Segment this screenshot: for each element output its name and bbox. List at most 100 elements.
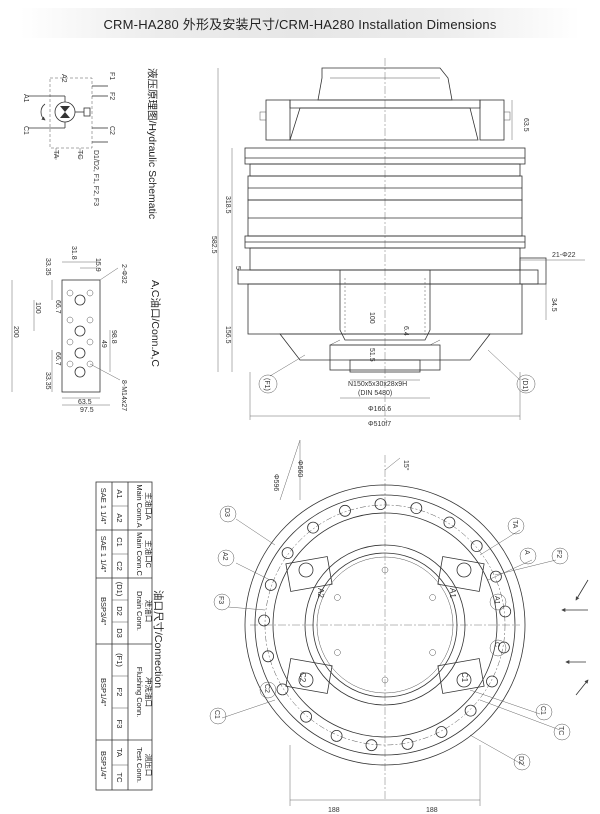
- side-dim-100: 100: [368, 312, 375, 324]
- port-dim-15-9: 15.9: [94, 258, 101, 272]
- inner-hole: [381, 676, 389, 684]
- schematic-port-a2: A2: [60, 74, 67, 83]
- bolt-hole: [401, 738, 414, 750]
- table-port-cell: F2: [115, 688, 124, 697]
- front-dims: Φ596 Φ560 15° 188 188: [272, 460, 438, 814]
- side-dim-6-4: 6.4: [402, 326, 409, 336]
- bolt-hole: [374, 498, 387, 511]
- bolt-hole: [470, 540, 483, 552]
- bolt-hole: [410, 502, 423, 515]
- schematic-port-c1: C1: [22, 126, 29, 135]
- port-callout-c: C: [493, 642, 500, 647]
- inner-hole: [429, 649, 436, 656]
- front-dim-15-deg: 15°: [402, 460, 410, 471]
- bolt-hole: [464, 704, 477, 717]
- port-callout-circle: [217, 549, 235, 567]
- table-size-cell: SAE 1 1/4": [99, 488, 108, 525]
- bolt-hole: [281, 547, 294, 559]
- port-flange-view: 31.8 15.9 33.35 2-Φ32 66.7 100 200 98.8 …: [11, 246, 127, 414]
- port-dim-8-m14: 8-M14x27: [120, 380, 127, 411]
- table-port-cell: TC: [115, 773, 124, 784]
- bolt-hole: [276, 683, 289, 696]
- table-port-cell: D2: [115, 606, 124, 616]
- schematic-port-c2: C2: [108, 126, 115, 135]
- side-dim-phi-510: Φ510f7: [368, 421, 391, 428]
- port-callout-circle: [489, 639, 507, 657]
- front-label-c1: C1: [460, 672, 469, 683]
- table-size-cell: BSP1/4": [99, 751, 108, 779]
- schematic-port-drain: D1/D2, F1, F2, F3: [92, 150, 99, 206]
- schematic-port-tc: TC: [76, 150, 83, 159]
- side-dim-5: 5: [234, 266, 241, 270]
- port-callout-circle: [519, 547, 537, 565]
- port-callout-f3: F3: [217, 596, 224, 604]
- table-port-cell: C1: [115, 537, 124, 547]
- table-port-cell: TA: [115, 748, 124, 757]
- table-port-cell: C2: [115, 561, 124, 571]
- table-header-en: Main Conn.C: [135, 532, 144, 576]
- inner-hole: [429, 594, 436, 601]
- bolt-hole: [258, 614, 271, 627]
- side-dim-63-5: 63.5: [522, 118, 529, 132]
- side-dim-156-5: 156.5: [224, 326, 231, 344]
- port-dim-200: 200: [12, 326, 19, 338]
- port-dim-2-phi-32: 2-Φ32: [120, 264, 127, 284]
- table-size-cell: SAE 1 1/4": [99, 536, 108, 573]
- port-callout-circle: [551, 547, 569, 565]
- port-callout-circle: [209, 707, 227, 725]
- port-callout-c1: C1: [539, 706, 546, 715]
- port-callout-d3: D3: [223, 508, 230, 517]
- port-dim-49: 49: [100, 340, 107, 348]
- side-dim-phi-160-6: Φ160.6: [368, 406, 391, 413]
- table-port-cell: (D1): [115, 582, 124, 597]
- port-callout-f2: F2: [555, 550, 562, 558]
- table-port-cell: (F1): [115, 653, 124, 667]
- port-callout-circle: [213, 593, 231, 611]
- port-callout-ta: TA: [511, 520, 518, 529]
- side-dim-din: (DIN 5480): [358, 390, 392, 397]
- front-dim-188-left: 188: [328, 807, 340, 814]
- table-size-cell: BSP3/4": [99, 597, 108, 625]
- table-header-cn: 主油口A: [144, 492, 154, 520]
- table-port-cell: A1: [115, 489, 124, 498]
- side-dim-582-5: 582.5: [210, 236, 217, 254]
- table-header-en: Drain Conn.: [135, 591, 144, 631]
- front-dim-188-right: 188: [426, 807, 438, 814]
- port-callout-c2: C2: [263, 684, 270, 693]
- front-dim-phi-596: Φ596: [272, 474, 279, 491]
- hydraulic-schematic: A1 A2 C1 C2 F1 F2 TA TC D1/D2, F1, F2, F…: [22, 72, 115, 206]
- title-bar: CRM-HA280 外形及安装尺寸/CRM-HA280 Installation…: [20, 8, 580, 38]
- table-header-cn: 测压口: [144, 754, 153, 777]
- port-dim-66-7-b: 66.7: [54, 352, 61, 366]
- bolt-hole: [262, 650, 275, 663]
- bolt-hole: [300, 710, 313, 723]
- port-callout-circle: [259, 681, 277, 699]
- port-dim-31-8: 31.8: [70, 246, 77, 260]
- bolt-hole: [489, 570, 502, 583]
- port-dim-33-35-bottom: 33.35: [44, 372, 51, 390]
- port-dim-100: 100: [34, 302, 41, 314]
- table-header-cn: 冲洗油口: [144, 677, 154, 707]
- front-label-a2: A2: [316, 588, 325, 598]
- bolt-hole: [497, 641, 510, 654]
- front-view: [221, 439, 589, 806]
- port-dim-66-7-a: 66.7: [54, 300, 61, 314]
- bolt-hole: [499, 605, 512, 618]
- table-header-en: Main Conn.A: [135, 484, 144, 527]
- port-callout-a: A: [523, 550, 530, 555]
- side-port-f1: (F1): [263, 378, 270, 391]
- front-label-a1: A1: [448, 588, 457, 598]
- schematic-port-f2: F2: [108, 92, 115, 100]
- front-label-c2: C2: [298, 672, 307, 683]
- port-callout-a1: A1: [493, 596, 500, 605]
- bolt-hole: [307, 521, 320, 534]
- table-header-en: Test Conn.: [135, 747, 144, 783]
- table-size-cell: BSP1/4": [99, 678, 108, 706]
- port-dim-97-5: 97.5: [80, 407, 94, 414]
- bolt-hole: [443, 516, 456, 529]
- table-port-cell: F3: [115, 720, 124, 729]
- port-dim-98-8: 98.8: [110, 330, 117, 344]
